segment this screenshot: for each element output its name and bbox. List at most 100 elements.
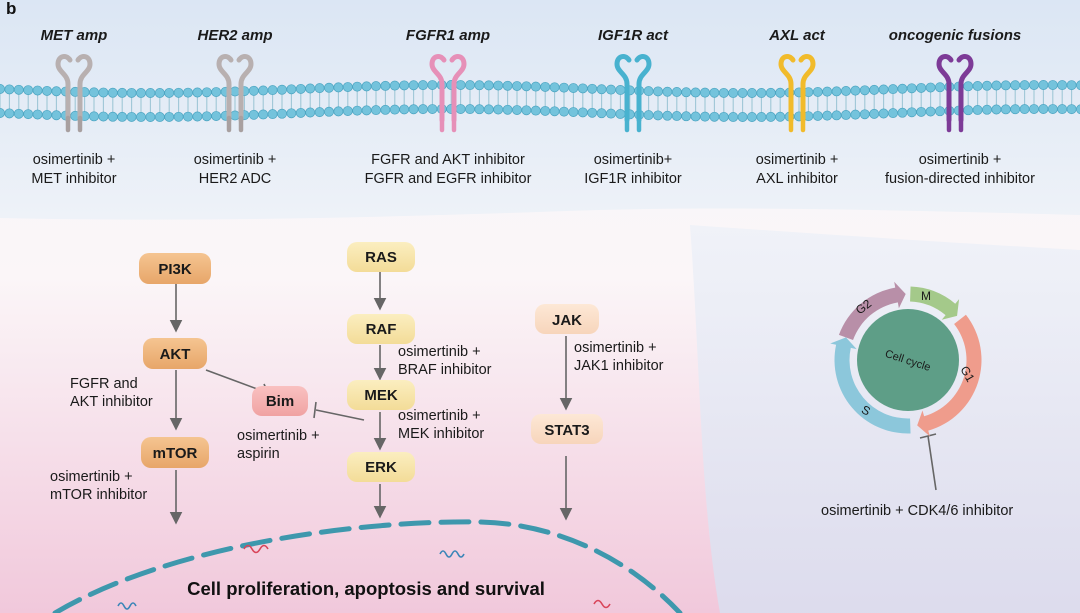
lipid-head xyxy=(812,86,823,97)
node-pi3k: PI3K xyxy=(139,253,211,284)
lipid-head xyxy=(906,83,917,94)
lipid-head xyxy=(606,108,616,119)
lipid-head xyxy=(201,87,212,98)
receptor-5 xyxy=(778,54,816,133)
lipid-head xyxy=(418,104,428,115)
pi3k-box xyxy=(139,253,211,284)
lipid-head xyxy=(42,109,52,120)
lipid-head xyxy=(502,104,513,115)
lipid-head xyxy=(371,81,381,92)
lipid-head xyxy=(465,104,475,115)
bim-label: Bim xyxy=(266,393,294,410)
cell-cycle-core xyxy=(857,309,959,411)
lipid-head xyxy=(700,111,710,122)
receptor-therapy-line: MET inhibitor xyxy=(31,171,116,187)
lipid-head xyxy=(681,111,692,122)
stat3-label: STAT3 xyxy=(544,422,589,439)
lipid-head xyxy=(747,88,757,98)
lipid-head xyxy=(145,88,156,98)
annot-fgfr-akt-1: FGFR and xyxy=(70,376,138,392)
cycle-phase-label: M xyxy=(921,289,931,303)
annot-braf-1: osimertinib + xyxy=(398,344,481,360)
lipid-head xyxy=(192,87,203,98)
lipid-head xyxy=(982,80,992,91)
lipid-head xyxy=(305,83,316,94)
receptor-label: FGFR1 amp xyxy=(406,27,490,44)
lipid-head xyxy=(352,105,363,116)
receptor-label: oncogenic fusions xyxy=(889,27,1022,44)
lipid-head xyxy=(230,86,240,97)
node-mtor: mTOR xyxy=(141,437,209,468)
lipid-head xyxy=(671,87,682,97)
receptor-1 xyxy=(55,54,93,133)
lipid-head xyxy=(1038,104,1049,114)
lipid-head xyxy=(173,87,184,98)
lipid-head xyxy=(512,81,522,91)
lipid-head xyxy=(559,82,569,93)
lipid-head xyxy=(201,111,212,122)
receptor-chain xyxy=(778,54,796,123)
lipid-head xyxy=(1047,80,1058,90)
receptor-chain xyxy=(634,54,652,123)
lipid-head xyxy=(295,83,306,94)
receptor-chain xyxy=(614,54,632,123)
lipid-head xyxy=(164,87,175,98)
lipid-head xyxy=(653,110,663,121)
lipid-head xyxy=(709,111,720,122)
lipid-head xyxy=(145,112,156,122)
lipid-head xyxy=(916,82,927,93)
mtor-box xyxy=(141,437,209,468)
lipid-head xyxy=(13,84,24,95)
lipid-head xyxy=(98,87,109,98)
node-stat3: STAT3 xyxy=(531,414,603,444)
lipid-head xyxy=(700,87,710,98)
lipid-head xyxy=(1029,80,1039,90)
lipid-head xyxy=(1038,80,1049,90)
lipid-head xyxy=(841,110,851,120)
lipid-head xyxy=(51,86,62,97)
lipid-head xyxy=(474,104,485,115)
lipid-head xyxy=(756,87,767,98)
lipid-head xyxy=(192,111,203,122)
lipid-head xyxy=(606,84,616,95)
lipid-head xyxy=(277,108,287,119)
lipid-head xyxy=(23,109,34,120)
lipid-head xyxy=(690,111,701,122)
lipid-head xyxy=(258,85,269,96)
lipid-head xyxy=(587,107,598,118)
annot-fgfr-akt-2: AKT inhibitor xyxy=(70,394,153,410)
lipid-head xyxy=(117,111,128,122)
annot-cdk46: osimertinib + CDK4/6 inhibitor xyxy=(821,503,1013,519)
lipid-head xyxy=(972,81,983,91)
lipid-head xyxy=(1066,104,1077,115)
lipid-head xyxy=(483,80,494,91)
receptor-therapy-line: FGFR and AKT inhibitor xyxy=(371,152,525,168)
receptor-therapy-line: osimertinib+ xyxy=(594,152,673,168)
lipid-head xyxy=(756,111,767,122)
akt-box xyxy=(143,338,207,369)
lipid-head xyxy=(32,85,43,96)
dna-fragment-3 xyxy=(117,602,137,610)
lipid-head xyxy=(925,106,936,117)
lipid-head xyxy=(183,111,193,122)
lipid-head xyxy=(888,108,898,119)
receptor-therapy-line: osimertinib + xyxy=(756,152,839,168)
lipid-head xyxy=(389,80,400,91)
lipid-head xyxy=(4,84,15,95)
receptor-chain xyxy=(798,54,816,123)
raf-label: RAF xyxy=(366,321,397,338)
receptor-chain xyxy=(936,54,954,123)
annot-aspirin-1: osimertinib + xyxy=(237,428,320,444)
lipid-head xyxy=(352,81,363,92)
cell-membrane xyxy=(0,80,1080,122)
receptor-therapy-line: osimertinib + xyxy=(919,152,1002,168)
lipid-head xyxy=(991,104,1002,115)
footer-label: Cell proliferation, apoptosis and surviv… xyxy=(187,578,545,599)
lipid-head xyxy=(549,106,560,117)
receptor-label: AXL act xyxy=(768,27,826,44)
lipid-head xyxy=(1000,80,1011,91)
node-jak: JAK xyxy=(535,304,599,334)
lipid-head xyxy=(850,109,861,120)
